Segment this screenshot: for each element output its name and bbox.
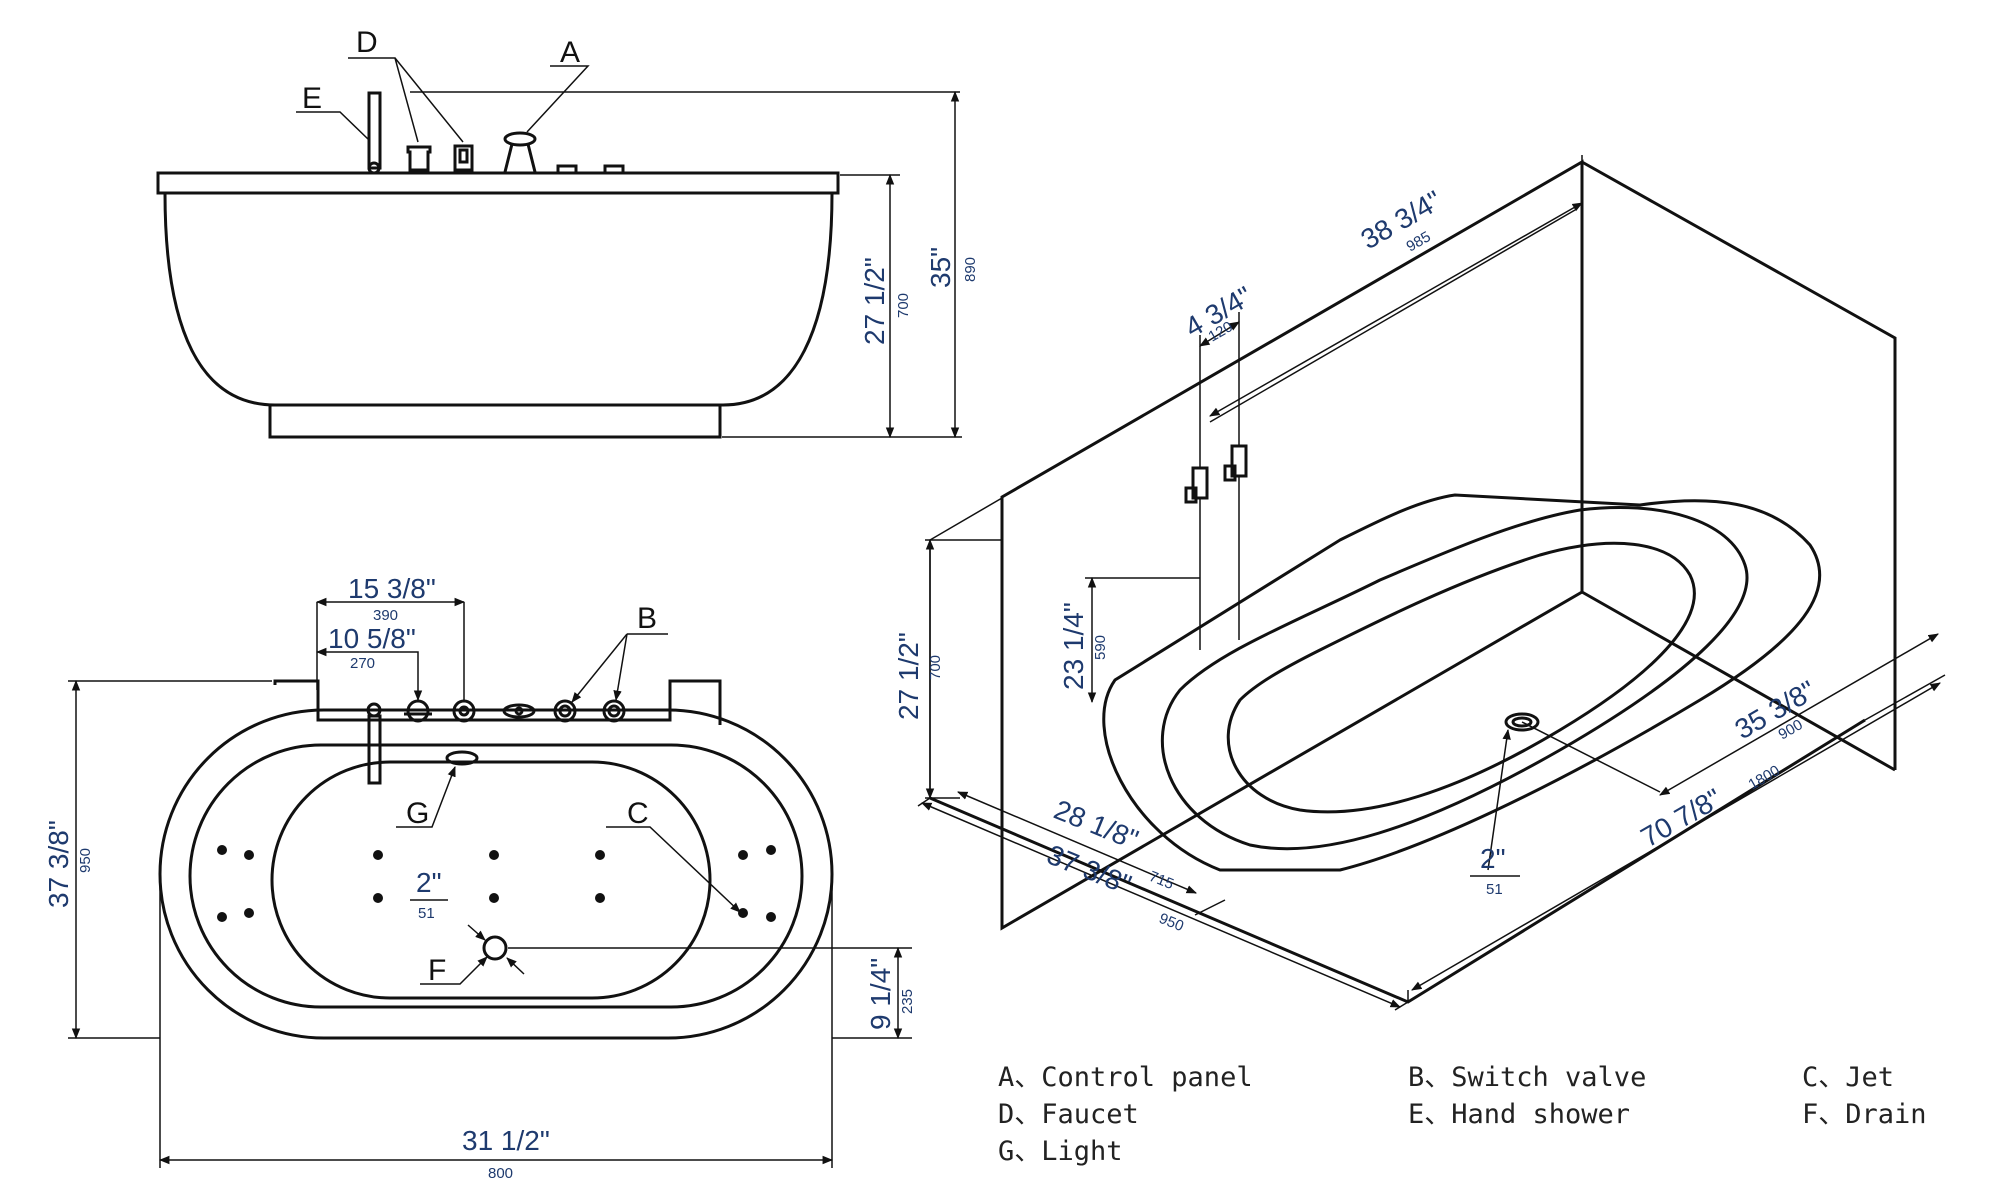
dim-iso-drain: 2" 51 [1470,728,1520,898]
drain-top [482,935,508,961]
control-panel-side [503,131,537,173]
dimension-label: 35" [925,247,956,288]
dimension-value-mm: 235 [899,989,916,1014]
dim-valve-height: 23 1/4" 590 [1058,576,1200,704]
legend-item-switch-valve: B、Switch valve [1408,1062,1646,1093]
dim-tub-height: 27 1/2" 700 [840,173,912,439]
top-view: B G C F 15 3/8" 390 10 5/8" 270 [43,573,916,1182]
legend-item-faucet: D、Faucet [998,1099,1139,1130]
hand-shower-side [367,91,382,175]
dimension-label: 9 1/4" [865,958,896,1030]
callout-label: C [627,797,649,830]
jets-side [556,164,625,175]
body-jets [217,845,776,922]
dimension-label: 38 3/4" [1356,184,1448,255]
dim-span-b: 10 5/8" 270 [315,623,423,702]
dimension-value-mm: 590 [1092,635,1109,660]
legend-item-jet: C、Jet [1802,1062,1894,1093]
dim-drain: 2" 51 [410,867,525,975]
wall-valves [1184,444,1248,650]
callout-e: E [296,82,370,141]
dimension-value-mm: 390 [373,607,398,624]
dim-drain-offset: 9 1/4" 235 [508,946,916,1040]
dimension-label: 37 3/8" [43,820,74,908]
dimension-label: 15 3/8" [348,573,436,604]
legend-item-hand-shower: E、Hand shower [1408,1099,1630,1130]
callout-label: B [637,602,657,635]
tub-side-outline [156,171,840,439]
dimension-value-mm: 700 [895,293,912,318]
callout-d: D [348,26,464,143]
dimension-value-mm: 1800 [1746,762,1783,793]
legend-item-drain: F、Drain [1802,1099,1927,1130]
dimension-value-mm: 890 [962,257,979,282]
faucet-side [406,145,432,172]
switch-valve-top [452,699,476,723]
dimension-value-mm: 51 [418,905,435,922]
legend-item-light: G、Light [998,1136,1123,1167]
dim-width: 31 1/2" 800 [158,875,834,1182]
isometric-view: 38 3/4" 985 4 3/4" 120 23 1/4" 590 27 1/… [893,155,1946,1011]
dimension-label: 27 1/2" [893,632,924,720]
callout-c: C [606,797,741,913]
valve-side [453,144,474,172]
light-top [445,750,479,766]
callout-label: A [560,36,580,69]
dim-depth: 37 3/8" 950 [43,679,272,1040]
callout-label: G [406,797,429,830]
callout-g: G [396,766,456,830]
dimension-label: 10 5/8" [328,623,416,654]
dimension-label: 2" [1480,843,1506,874]
control-panel-top [502,703,536,719]
dimension-label: 27 1/2" [859,257,890,345]
dimension-value-mm: 800 [488,1165,513,1182]
dimension-label: 2" [416,867,442,898]
legend-item-control-panel: A、Control panel [998,1062,1253,1093]
dimension-label: 70 7/8" [1636,782,1728,853]
dim-span-a: 15 3/8" 390 [315,573,466,700]
dim-iso-tub-height: 27 1/2" 700 [893,538,1002,800]
callout-label: E [302,82,322,115]
tub-top-outline [158,679,834,1040]
dimension-value-mm: 700 [927,655,944,680]
callout-f: F [420,954,488,987]
side-view: E D A 35" 890 27 1/2" 700 [156,26,979,439]
callout-label: F [428,954,446,987]
legend: A、Control panel B、Switch valve C、Jet D、F… [998,1062,1927,1167]
hand-shower-top [366,702,382,785]
callout-b: B [571,602,668,703]
alcove-walls [1000,159,1897,931]
callout-a: A [526,36,590,133]
dimension-label: 31 1/2" [462,1125,550,1156]
dimension-value-mm: 715 [1147,868,1177,893]
callout-label: D [356,26,378,59]
dim-total-height: 35" 890 [410,90,979,439]
dim-valve-spacing: 4 3/4" 120 [1180,280,1258,468]
dimension-value-mm: 950 [77,848,94,873]
dimension-label: 23 1/4" [1058,602,1089,690]
dimension-value-mm: 270 [350,655,375,672]
dimension-value-mm: 51 [1486,881,1503,898]
dim-outer-depth: 37 3/8" 950 [917,797,1409,1011]
